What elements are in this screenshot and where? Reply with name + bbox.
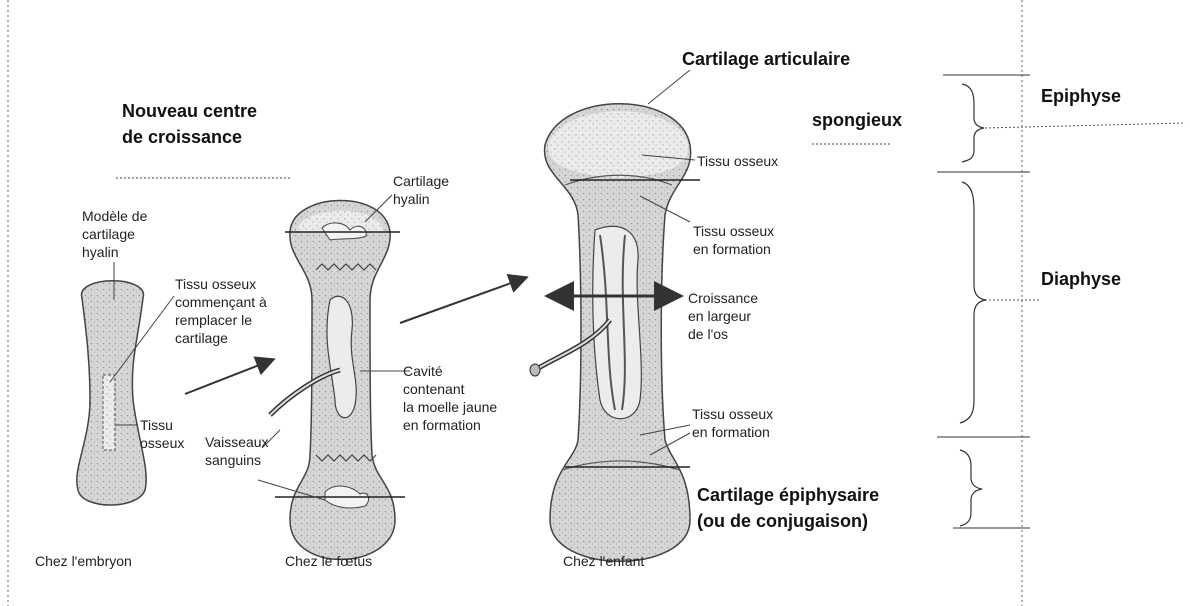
progression-arrow-1	[185, 360, 272, 394]
bone-replacing-cartilage-label: Tissu osseux commençant à remplacer le c…	[175, 275, 267, 347]
forming-tissue-top-label: Tissu osseux en formation	[693, 222, 774, 258]
articular-cartilage-label: Cartilage articulaire	[682, 46, 850, 72]
embryo-bone	[77, 281, 146, 505]
bone-tissue-top-label: Tissu osseux	[697, 152, 778, 170]
cartilage-model-label: Modèle de cartilage hyalin	[82, 207, 147, 261]
braces	[960, 84, 986, 526]
reference-lines	[937, 75, 1030, 528]
child-bone	[530, 104, 700, 562]
fetus-bone	[270, 200, 405, 559]
fetus-caption: Chez le fœtus	[285, 552, 372, 570]
diaphysis-label: Diaphyse	[1041, 266, 1121, 292]
hyaline-cartilage-label: Cartilage hyalin	[393, 172, 449, 208]
spongy-label: spongieux	[812, 107, 902, 133]
bone-tissue-label: Tissu osseux	[140, 416, 184, 452]
cavity-label: Cavité contenant la moelle jaune en form…	[403, 362, 497, 434]
blood-vessels-label: Vaisseaux sanguins	[205, 433, 269, 469]
progression-arrow-2	[400, 278, 525, 323]
child-caption: Chez l'enfant	[563, 552, 644, 570]
epiphyseal-cartilage-label: Cartilage épiphysaire (ou de conjugaison…	[697, 482, 879, 534]
new-growth-center-label: Nouveau centre de croissance	[122, 98, 257, 150]
embryo-caption: Chez l'embryon	[35, 552, 132, 570]
forming-tissue-bottom-label: Tissu osseux en formation	[692, 405, 773, 441]
width-growth-label: Croissance en largeur de l'os	[688, 289, 758, 343]
epiphysis-label: Epiphyse	[1041, 83, 1121, 109]
